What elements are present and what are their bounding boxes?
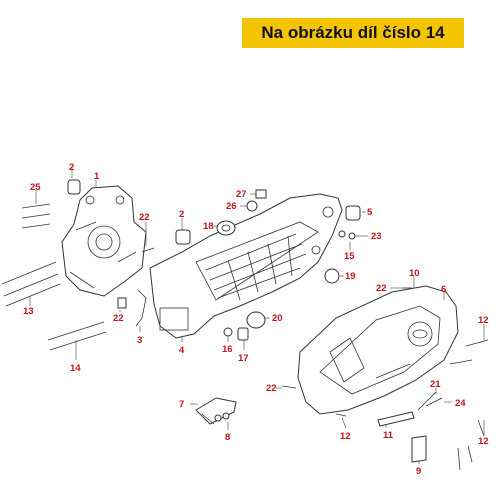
- callout-label: 17: [238, 353, 249, 364]
- callout-label: 14: [70, 363, 81, 374]
- callout-label: 5: [367, 207, 373, 218]
- callout-label: 11: [383, 430, 394, 441]
- callout-label: 19: [345, 271, 356, 282]
- callout-label: 2: [69, 162, 74, 173]
- callout-label: 20: [272, 313, 283, 324]
- callout-label: 3: [137, 335, 142, 346]
- callout-label: 1: [94, 171, 100, 182]
- callout-label: 21: [430, 379, 441, 390]
- callout-label: 12: [478, 436, 489, 447]
- callout-label: 23: [371, 231, 382, 242]
- callout-label: 18: [203, 221, 214, 232]
- callout-label: 24: [455, 398, 466, 409]
- leader-lines: [29, 166, 485, 464]
- callout-label: 22: [113, 313, 124, 324]
- callout-label: 25: [30, 182, 41, 193]
- callout-label: 4: [179, 345, 185, 356]
- callout-label: 8: [225, 432, 230, 443]
- callout-label: 22: [376, 283, 387, 294]
- callout-label: 7: [179, 399, 184, 410]
- callout-label: 22: [139, 212, 150, 223]
- callout-label: 27: [236, 189, 247, 200]
- left-crankcase: [61, 185, 147, 297]
- part-number-banner: Na obrázku díl číslo 14: [242, 18, 464, 48]
- callout-label: 9: [416, 466, 421, 477]
- callout-label: 12: [478, 315, 489, 326]
- callout-label: 15: [344, 251, 355, 262]
- callout-label: 16: [222, 344, 233, 355]
- main-crankcase: [149, 193, 343, 339]
- callout-label: 26: [226, 201, 237, 212]
- callout-label: 10: [409, 268, 420, 279]
- transmission-cover: [297, 285, 459, 415]
- callout-label: 6: [441, 284, 446, 295]
- callout-label: 13: [23, 306, 34, 317]
- callout-labels: 1 2 25 22 13 22 3 2 27 26 18 5 23 15 19 …: [23, 162, 489, 477]
- callout-label: 12: [340, 431, 351, 442]
- callout-label: 2: [179, 209, 184, 220]
- small-parts: [1, 179, 489, 471]
- callout-label: 22: [266, 383, 277, 394]
